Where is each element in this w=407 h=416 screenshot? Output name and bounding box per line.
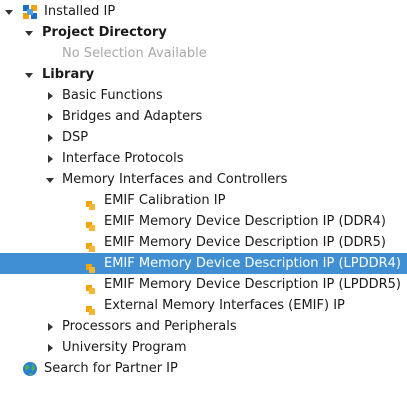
empty-state-text: No Selection Available <box>62 46 207 61</box>
ip-core-icon <box>86 259 95 273</box>
ip-core-icon <box>86 280 95 294</box>
tree-item-interface-protocols[interactable]: Interface Protocols <box>0 148 407 169</box>
tree-item-emif-lpddr4[interactable]: EMIF Memory Device Description IP (LPDDR… <box>0 253 407 274</box>
tree-item-empty-placeholder: No Selection Available <box>0 43 407 64</box>
tree-item-library[interactable]: Library <box>0 64 407 85</box>
tree-item-emif-ddr4[interactable]: EMIF Memory Device Description IP (DDR4) <box>0 211 407 232</box>
tree-item-label: DSP <box>62 130 89 145</box>
tree-item-label: EMIF Memory Device Description IP (DDR5) <box>104 235 386 250</box>
tree-item-label: Processors and Peripherals <box>62 319 237 334</box>
tree-item-label: Project Directory <box>42 25 167 40</box>
tree-item-emif-ddr5[interactable]: EMIF Memory Device Description IP (DDR5) <box>0 232 407 253</box>
tree-item-project-directory[interactable]: Project Directory <box>0 22 407 43</box>
tree-item-label: Bridges and Adapters <box>62 109 203 124</box>
tree-item-label: EMIF Memory Device Description IP (LPDDR… <box>104 256 401 271</box>
tree-item-bridges-adapters[interactable]: Bridges and Adapters <box>0 106 407 127</box>
tree-item-dsp[interactable]: DSP <box>0 127 407 148</box>
tree-item-installed-ip[interactable]: Installed IP <box>0 1 407 22</box>
tree-item-label: Memory Interfaces and Controllers <box>62 172 288 187</box>
tree-item-label: Installed IP <box>44 4 116 19</box>
tree-item-basic-functions[interactable]: Basic Functions <box>0 85 407 106</box>
chevron-right-icon[interactable] <box>45 337 57 358</box>
chevron-right-icon[interactable] <box>45 106 57 127</box>
tree-item-label: EMIF Calibration IP <box>104 193 226 208</box>
chevron-down-icon[interactable] <box>45 169 57 190</box>
tree-item-emif-ip[interactable]: External Memory Interfaces (EMIF) IP <box>0 295 407 316</box>
tree-item-label: Library <box>42 67 95 82</box>
globe-icon <box>22 361 38 377</box>
tree-item-memory-interfaces[interactable]: Memory Interfaces and Controllers <box>0 169 407 190</box>
tree-item-emif-calibration[interactable]: EMIF Calibration IP <box>0 190 407 211</box>
chevron-down-icon[interactable] <box>24 22 36 43</box>
ip-core-icon <box>86 196 95 210</box>
chevron-right-icon[interactable] <box>45 127 57 148</box>
chevron-right-icon[interactable] <box>45 85 57 106</box>
ip-core-icon <box>86 301 95 315</box>
chevron-down-icon[interactable] <box>4 1 16 22</box>
tree-item-university[interactable]: University Program <box>0 337 407 358</box>
chevron-down-icon[interactable] <box>24 64 36 85</box>
chevron-right-icon[interactable] <box>45 148 57 169</box>
tree-item-label: External Memory Interfaces (EMIF) IP <box>104 298 345 313</box>
ip-core-icon <box>86 238 95 252</box>
tree-item-processors[interactable]: Processors and Peripherals <box>0 316 407 337</box>
tree-item-label: Basic Functions <box>62 88 163 103</box>
tree-item-label: Interface Protocols <box>62 151 184 166</box>
tree-item-label: EMIF Memory Device Description IP (LPDDR… <box>104 277 401 292</box>
tree-item-partner-ip[interactable]: Search for Partner IP <box>0 358 407 379</box>
tree-item-label: University Program <box>62 340 187 355</box>
installed-ip-icon <box>22 4 38 20</box>
tree-item-label: Search for Partner IP <box>44 361 178 376</box>
tree-item-emif-lpddr5[interactable]: EMIF Memory Device Description IP (LPDDR… <box>0 274 407 295</box>
tree-item-label: EMIF Memory Device Description IP (DDR4) <box>104 214 386 229</box>
chevron-right-icon[interactable] <box>45 316 57 337</box>
ip-core-icon <box>86 217 95 231</box>
